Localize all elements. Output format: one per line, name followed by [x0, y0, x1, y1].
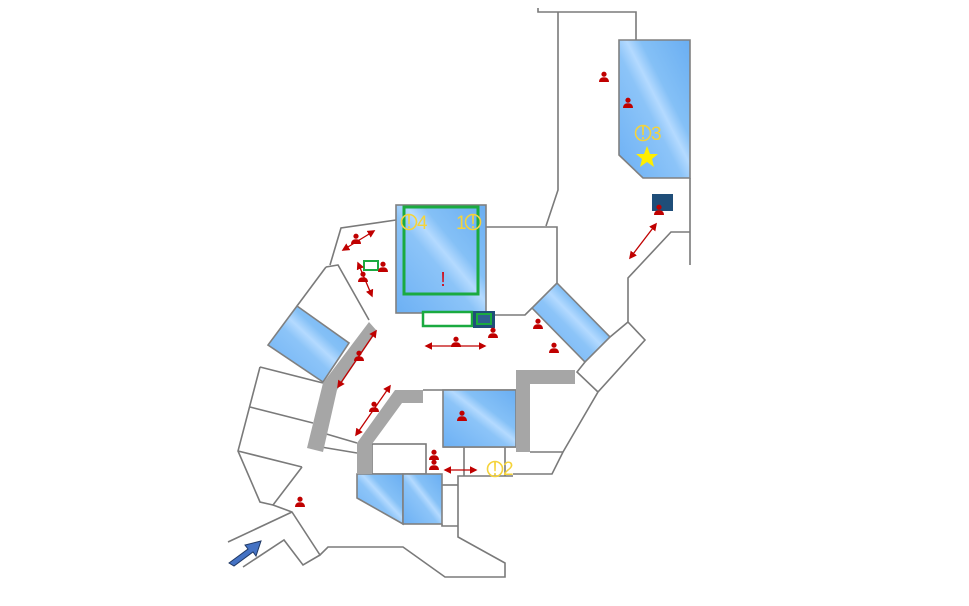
person-icon[interactable]: [378, 261, 388, 272]
entrance-arrow-icon[interactable]: [228, 540, 262, 567]
person-icon[interactable]: [488, 327, 498, 338]
person-icon[interactable]: [295, 496, 305, 507]
highlight-box[interactable]: [476, 313, 492, 325]
alert-marker-3[interactable]: ! 3: [634, 123, 662, 145]
person-icon[interactable]: [599, 71, 609, 82]
navy-block[interactable]: [652, 194, 673, 211]
marker-label: 3: [651, 124, 662, 145]
alert-icon: [634, 124, 652, 142]
room-lower-center[interactable]: [442, 389, 517, 448]
person-icon[interactable]: [351, 233, 361, 244]
star-icon[interactable]: [636, 146, 658, 167]
person-icon[interactable]: [429, 459, 439, 470]
bidirectional-arrow: [629, 222, 657, 260]
warning-mark: !: [440, 269, 446, 291]
alert-marker-1[interactable]: 1 !: [456, 212, 482, 234]
alert-marker-2[interactable]: ! 2: [486, 459, 514, 480]
alert-marker-4[interactable]: ! 4: [400, 212, 429, 234]
highlight-box[interactable]: [421, 310, 474, 328]
room: [371, 443, 427, 475]
person-icon[interactable]: [451, 336, 461, 347]
alert-icon: [464, 213, 482, 231]
partition-wall: [516, 370, 575, 452]
person-icon[interactable]: [549, 342, 559, 353]
person-icon[interactable]: [358, 271, 368, 282]
room-left[interactable]: [266, 304, 351, 384]
room-diagonal[interactable]: [530, 281, 612, 364]
room-bottom-left-b[interactable]: [402, 473, 443, 525]
alert-glyph: !: [492, 459, 497, 480]
room-zone-3[interactable]: [618, 39, 691, 179]
highlight-zone[interactable]: [402, 205, 480, 296]
person-icon[interactable]: [429, 449, 439, 460]
alert-glyph: !: [470, 212, 475, 233]
alert-glyph: !: [640, 123, 645, 144]
alert-icon: [486, 460, 504, 478]
alert-glyph: !: [406, 212, 411, 233]
marker-label: 2: [503, 459, 514, 480]
highlight-box[interactable]: [363, 260, 379, 271]
alert-icon: [400, 213, 418, 231]
marker-label: 4: [417, 213, 428, 234]
room-bottom-left-a[interactable]: [356, 473, 404, 526]
marker-label: 1: [456, 213, 467, 234]
person-icon[interactable]: [533, 318, 543, 329]
